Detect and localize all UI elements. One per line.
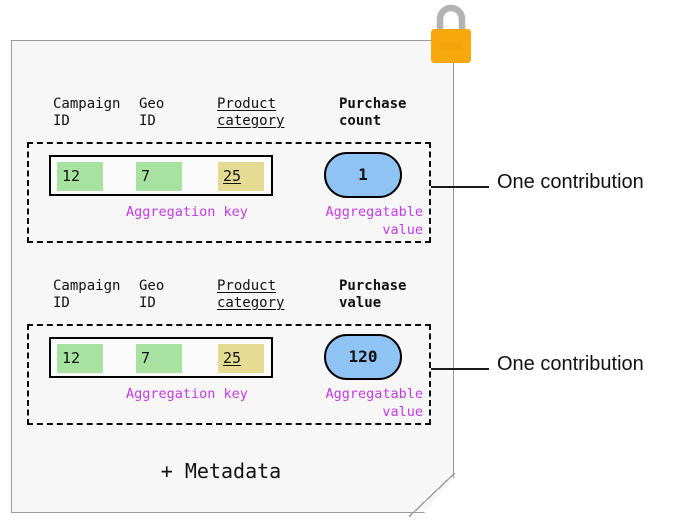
- header-geo-id: Geo ID: [139, 96, 165, 129]
- aggregation-key-box: 12 7 25: [49, 337, 273, 378]
- header-geo-id: Geo ID: [139, 278, 165, 311]
- callout-label: One contribution: [497, 171, 644, 193]
- header-purchase-count: Purchase count: [339, 96, 407, 129]
- header-product-category: Product category: [217, 96, 285, 129]
- aggregatable-report-card: [11, 40, 454, 513]
- callout-leader-line: [431, 368, 489, 370]
- lock-icon: [428, 3, 474, 65]
- column-headers: Campaign ID Geo ID Product category Purc…: [27, 278, 431, 324]
- header-purchase-value: Purchase value: [339, 278, 407, 311]
- metadata-label: + Metadata: [160, 459, 282, 483]
- geo-id-cell: 7: [136, 162, 182, 191]
- header-product-category: Product category: [217, 278, 285, 311]
- aggregation-key-note: Aggregation key: [126, 204, 248, 220]
- contribution-boundary: 12 7 25 120 Aggregation key Aggregatable…: [27, 324, 431, 425]
- campaign-id-cell: 12: [57, 344, 103, 373]
- aggregatable-value-pill: 1: [324, 152, 402, 198]
- aggregatable-value-note: Aggregatable value: [325, 204, 423, 238]
- callout-label: One contribution: [497, 353, 644, 375]
- contribution-one-group: Campaign ID Geo ID Product category Purc…: [27, 96, 431, 243]
- campaign-id-cell: 12: [57, 162, 103, 191]
- product-category-cell: 25: [218, 344, 264, 373]
- column-headers: Campaign ID Geo ID Product category Purc…: [27, 96, 431, 142]
- aggregation-key-note: Aggregation key: [126, 386, 248, 402]
- product-category-cell: 25: [218, 162, 264, 191]
- aggregatable-value-pill: 120: [324, 334, 402, 380]
- aggregation-key-box: 12 7 25: [49, 155, 273, 196]
- aggregatable-value-note: Aggregatable value: [325, 386, 423, 420]
- contribution-boundary: 12 7 25 1 Aggregation key Aggregatable v…: [27, 142, 431, 243]
- callout-leader-line: [431, 186, 489, 188]
- header-campaign-id: Campaign ID: [53, 96, 121, 129]
- contribution-two-group: Campaign ID Geo ID Product category Purc…: [27, 278, 431, 425]
- header-campaign-id: Campaign ID: [53, 278, 121, 311]
- geo-id-cell: 7: [136, 344, 182, 373]
